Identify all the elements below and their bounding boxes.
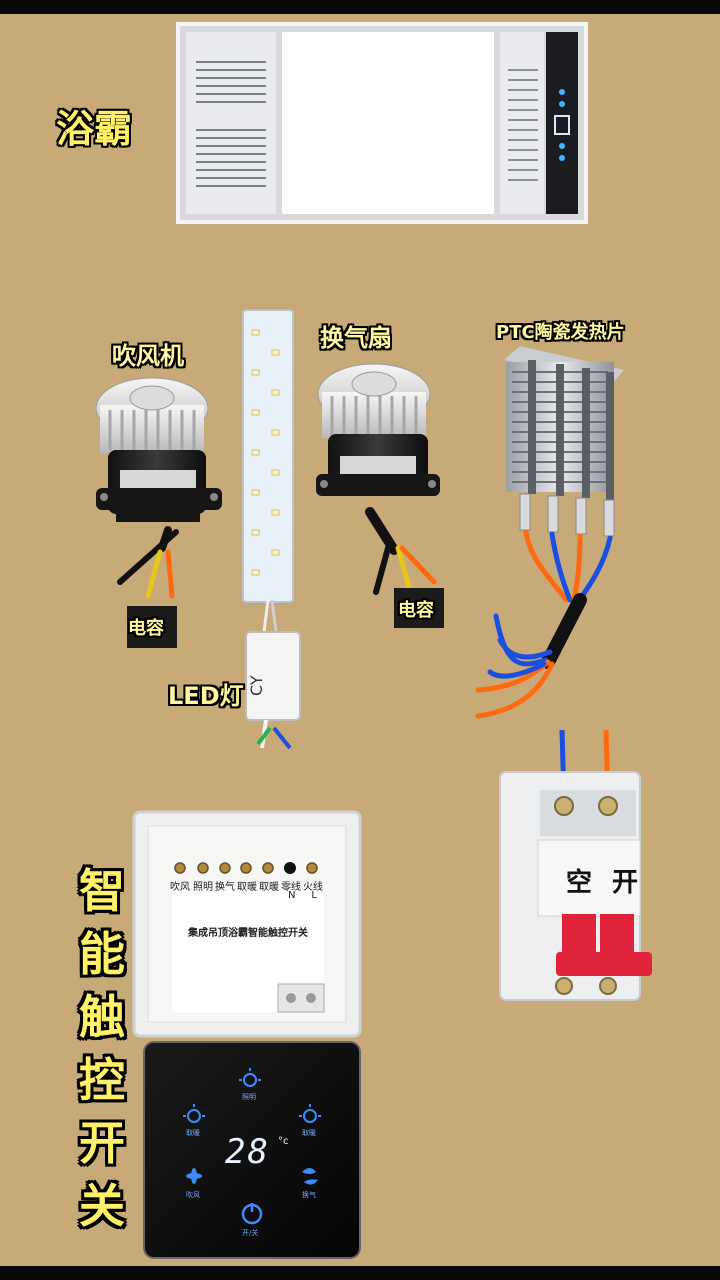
touch-button-label-light[interactable]: 照明 (242, 1093, 256, 1101)
led-lamp-label: LED灯 (168, 682, 244, 710)
capacitor-right-body (394, 588, 444, 628)
blower-motor (95, 377, 222, 522)
terminal-label: 吹风 (170, 882, 190, 893)
temperature-unit: °c (278, 1136, 289, 1147)
terminal-label: 火线 (303, 882, 323, 893)
smart-touch-switch-label: 智 能 触 控 开 关 (74, 860, 130, 1238)
bottom-black-bar (0, 1266, 720, 1280)
top-black-bar (0, 0, 720, 14)
terminal-label: 零线 (281, 882, 301, 893)
touch-button-label-heat-left[interactable]: 取暖 (186, 1129, 200, 1137)
touch-button-label-heat-right[interactable]: 取暖 (302, 1129, 316, 1137)
smart-switch-char: 开 (79, 1116, 125, 1170)
ptc-heater (504, 346, 624, 537)
touch-button-label-vent[interactable]: 换气 (302, 1191, 316, 1199)
bath-heater-unit (176, 22, 588, 224)
smart-switch-char: 智 (79, 864, 125, 918)
bath-heater-label: 浴霸 (56, 107, 133, 151)
switch-back-panel (132, 810, 362, 1038)
terminal-label: 取暖 (259, 882, 279, 893)
svg-text:CY: CY (247, 675, 266, 696)
touch-panel (143, 1041, 361, 1259)
exhaust-fan-label: 换气扇 (320, 324, 392, 352)
capacitor-left-label: 电容 (128, 618, 164, 639)
breaker-label-left: 空 (566, 868, 593, 898)
smart-switch-char: 能 (79, 927, 125, 981)
blower-wires (117, 526, 179, 599)
breaker-label-right: 开 (612, 868, 639, 898)
led-strip (242, 309, 294, 633)
terminal-label: 取暖 (237, 882, 257, 893)
terminal-label: 换气 (215, 882, 235, 893)
neutral-live-label: N L (288, 890, 317, 901)
exhaust-fan-wires (365, 507, 437, 595)
ptc-wires (475, 529, 613, 719)
capacitor-left-body (127, 606, 177, 648)
touch-button-label-power[interactable]: 开/关 (242, 1229, 259, 1237)
smart-switch-char: 控 (79, 1053, 125, 1107)
terminal-label: 照明 (193, 882, 213, 893)
exhaust-fan-motor (316, 363, 440, 496)
capacitor-right-label: 电容 (398, 600, 434, 621)
air-breaker (499, 729, 652, 1001)
blower-label: 吹风机 (112, 342, 184, 370)
smart-switch-char: 触 (79, 990, 125, 1044)
led-driver: CY (245, 631, 301, 750)
temperature-display: 28 (225, 1132, 270, 1172)
ptc-heater-label: PTC陶瓷发热片 (496, 322, 625, 343)
smart-switch-char: 关 (79, 1179, 125, 1233)
switch-panel-title: 集成吊顶浴霸智能触控开关 (188, 928, 308, 939)
touch-button-label-blow[interactable]: 吹风 (186, 1191, 200, 1199)
